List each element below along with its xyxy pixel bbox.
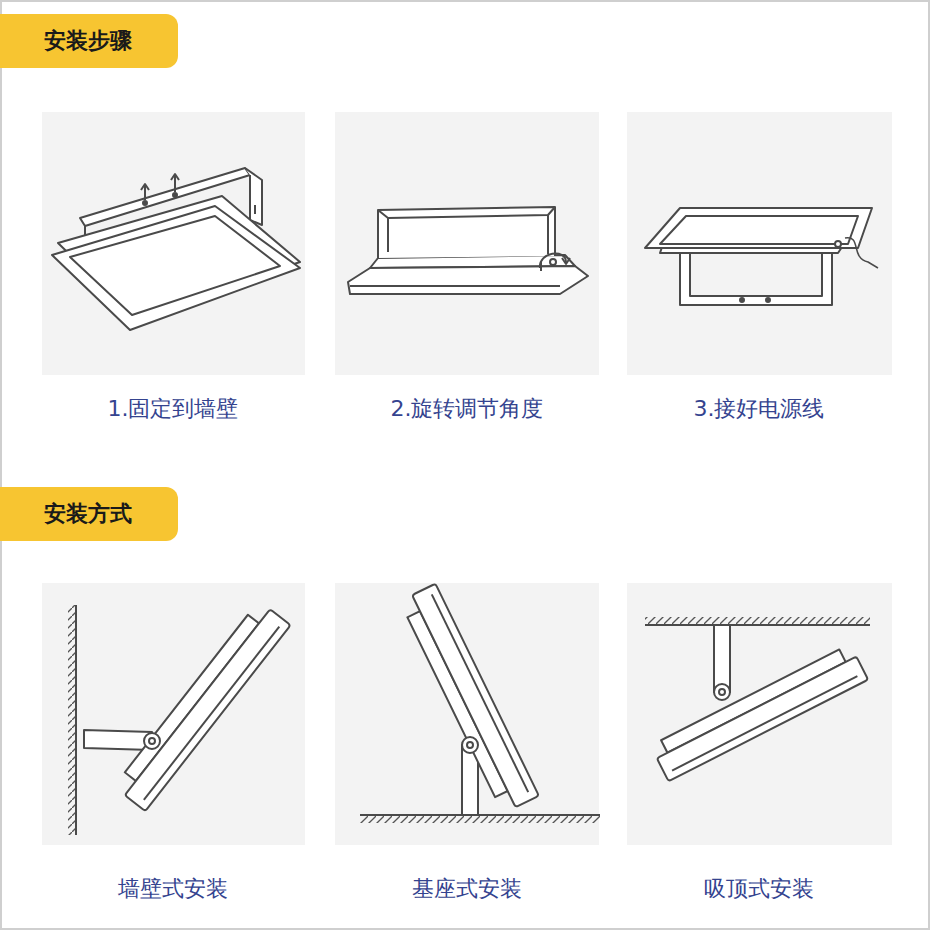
lamp-wall-fix <box>52 168 300 330</box>
lamp-power <box>645 208 878 305</box>
panels <box>42 112 892 845</box>
section-tab: 安装步骤 <box>0 14 178 68</box>
step-caption: 1.固定到墙壁 <box>108 394 239 424</box>
section-heading: 安装步骤 <box>44 26 132 56</box>
lamp-rotate <box>348 207 588 294</box>
step-caption: 2.旋转调节角度 <box>391 394 544 424</box>
step-caption: 基座式安装 <box>412 874 522 904</box>
step-caption: 3.接好电源线 <box>694 394 825 424</box>
section-heading: 安装方式 <box>44 499 132 529</box>
step-caption: 吸顶式安装 <box>704 874 814 904</box>
step-caption: 墙壁式安装 <box>118 874 228 904</box>
wall-mount <box>68 601 291 835</box>
ceiling-mount <box>645 617 870 781</box>
base-mount <box>360 584 600 823</box>
section-tab: 安装方式 <box>0 487 178 541</box>
